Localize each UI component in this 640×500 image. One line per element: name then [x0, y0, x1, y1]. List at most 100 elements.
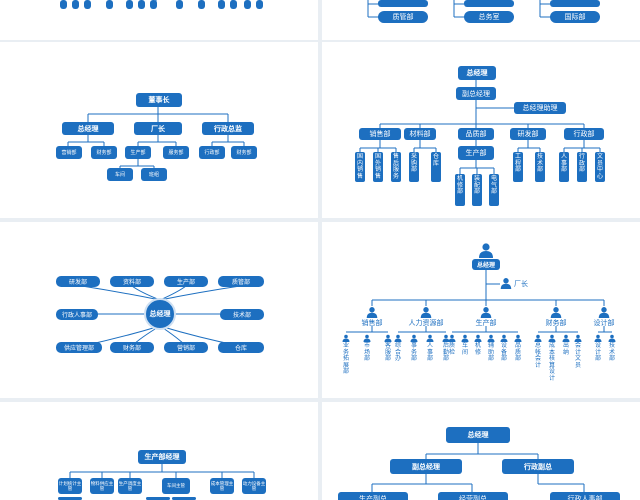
node-team: 班组 [141, 168, 167, 181]
cropped-node [550, 0, 600, 7]
connector-lines [75, 0, 233, 4]
panel-top-left [0, 0, 318, 40]
person-icon [426, 334, 434, 342]
leaf-label: 总帐会计 [534, 343, 541, 369]
node-material-supervisor: 物料供应主管 [90, 478, 114, 494]
node-technology: 技术部 [220, 309, 264, 320]
leaf-label: 质检 [448, 343, 455, 356]
person-icon [442, 334, 450, 342]
node-maintenance: 机修部 [455, 174, 465, 206]
cropped-node [106, 0, 113, 9]
leaf-label: 出纳 [562, 343, 569, 356]
node-general-manager: 总经理 [458, 66, 496, 80]
cropped-node [176, 0, 183, 9]
connector-lines [69, 464, 255, 478]
node-service-dept: 服务部 [163, 146, 189, 159]
node-finance: 财务部 [110, 342, 154, 353]
leaf-label: 设计部 [594, 343, 601, 363]
leaf-label: 辅助部 [487, 343, 494, 363]
person-icon [420, 307, 432, 318]
node-admin-dept: 行政部 [564, 128, 604, 140]
node-data-dept: 资料部 [110, 276, 154, 287]
node-hr: 人事部 [559, 152, 569, 182]
node-technology: 技术部 [535, 152, 545, 182]
leaf-label: 车间 [461, 343, 468, 356]
node-quality-dept: 品质部 [458, 128, 494, 140]
node-warehouse: 仓库 [218, 342, 264, 353]
leaf-label: 事务部 [410, 343, 417, 363]
person-icon [598, 307, 610, 318]
node-deputy-gm: 副总经理 [390, 459, 462, 474]
cropped-node [58, 497, 82, 500]
node-general-manager: 总经理 [472, 259, 500, 270]
person-icon [410, 334, 418, 342]
node-gm-assistant: 总经理助理 [514, 102, 566, 114]
connector-lines [67, 106, 245, 168]
node-admin-vp: 行政副总 [502, 459, 574, 474]
node-planning-supervisor: 计划统计主管 [58, 478, 82, 494]
leaf-label: 品质部 [514, 343, 521, 363]
cropped-node [72, 0, 79, 9]
node-equipment-supervisor: 动力设备主管 [242, 478, 266, 494]
connector-lines [367, 0, 550, 18]
panel-chart-chairman: 董事长 总经理 厂长 行政总监 营销部 财务部 生产部 服务部 行政部 财务部 … [0, 42, 318, 218]
person-icon [384, 334, 392, 342]
person-icon [363, 334, 371, 342]
leaf-label: 业务拓展部 [342, 343, 349, 376]
leaf-label: 市场部 [363, 343, 370, 363]
panel-chart-vice-presidents: 总经理 副总经理 行政副总 生产副总 经营副总 行政人事部 [322, 402, 640, 500]
cropped-node [198, 0, 205, 9]
node-cost-supervisor: 成本管理主管 [210, 478, 234, 494]
node-deputy-gm: 副总经理 [456, 87, 496, 100]
cropped-node [244, 0, 251, 9]
person-icon [461, 334, 469, 342]
connector-lines [359, 80, 601, 174]
person-icon [534, 334, 542, 342]
cropped-node [378, 0, 428, 7]
node-general-affairs: 总务室 [464, 11, 514, 23]
leaf-label: 后勤部 [442, 343, 449, 363]
node-rnd: 研发部 [56, 276, 100, 287]
label-sales-dept: 销售部 [361, 320, 383, 327]
label-finance-dept: 财务部 [545, 320, 567, 327]
person-icon [562, 334, 570, 342]
person-icon [550, 307, 562, 318]
connector-lines [346, 270, 612, 333]
node-quality: 质管部 [218, 276, 264, 287]
label-production-dept: 生产部 [475, 320, 497, 327]
panel-chart-icons: 总经理 厂长 销售部 人力资源部 生产部 财务部 设计部 业务拓展部市场部客服部… [322, 222, 640, 398]
node-purchasing: 采购部 [409, 152, 419, 182]
panel-chart-production-manager: 生产部经理 计划统计主管 物料供应主管 生产调度主管 车间主管 成本管理主管 动… [0, 402, 318, 500]
leaf-label: 客服部 [384, 343, 391, 363]
node-sales-dept: 销售部 [359, 128, 401, 140]
cropped-node [146, 497, 170, 500]
person-icon [594, 334, 602, 342]
cropped-node [218, 0, 225, 9]
panel-chart-gm-assistant: 总经理 副总经理 总经理助理 销售部 材料部 品质部 研发部 行政部 生产部 国… [322, 42, 640, 218]
cropped-node [84, 0, 91, 9]
node-workshop-supervisor: 车间主管 [162, 478, 190, 494]
node-domestic-sales: 国内销售 [355, 152, 365, 182]
node-business-vp: 经营副总 [438, 492, 508, 500]
leaf-label: 综合办 [394, 343, 401, 363]
person-icon [366, 307, 378, 318]
node-assembly: 装配部 [472, 174, 482, 206]
node-general-manager: 总经理 [446, 427, 510, 443]
node-workshop: 车间 [107, 168, 133, 181]
node-international-dept: 国际部 [550, 11, 600, 23]
person-icon [548, 334, 556, 342]
node-finance-dept-2: 财务部 [231, 146, 257, 159]
person-icon [500, 278, 512, 289]
label-hr-dept: 人力资源部 [408, 320, 444, 327]
panel-top-right: 质管部 总务室 国际部 [322, 0, 640, 40]
person-icon [479, 243, 493, 258]
person-icon [514, 334, 522, 342]
node-overseas-sales: 国外销售 [373, 152, 383, 182]
cropped-node [230, 0, 237, 9]
leaf-label: 机修 [474, 343, 481, 356]
cropped-node [464, 0, 514, 7]
node-admin-hr-dept: 行政人事部 [550, 492, 620, 500]
node-chairman: 董事长 [136, 93, 182, 107]
person-icon [394, 334, 402, 342]
node-finance-dept: 财务部 [91, 146, 117, 159]
